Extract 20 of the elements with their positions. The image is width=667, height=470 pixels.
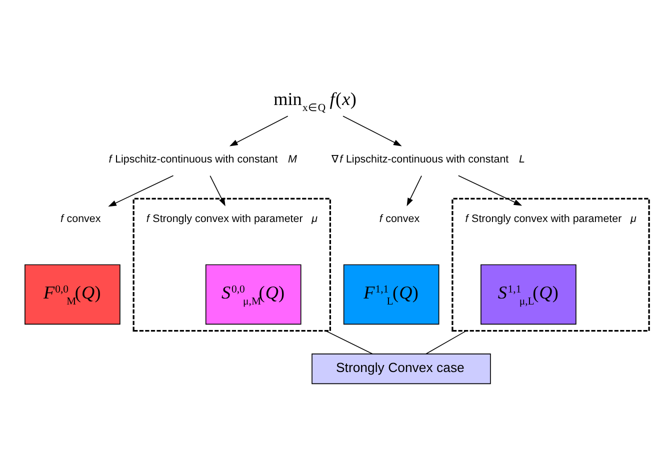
node-text: min$_{x∈Q}$ f(x): [274, 88, 356, 114]
arrow: [108, 175, 174, 207]
node-text: f Strongly convex with parameter μ: [465, 213, 636, 226]
node-text: f convex: [379, 213, 420, 226]
connector: [426, 330, 467, 354]
node-text: f Strongly convex with parameter μ: [146, 213, 318, 226]
node-text: ∇f Lipschitz-continuous with constant L: [331, 154, 525, 166]
arrow: [229, 116, 288, 146]
node-box: S$^{1,1}$$_{μ,L}$(Q): [480, 264, 576, 325]
node-box: S$^{0,0}$$_{μ,M}$(Q): [205, 264, 302, 325]
arrow: [458, 175, 522, 206]
node-text: f convex: [60, 213, 101, 226]
node-box: F$^{1,1}$$_{L}$(Q): [343, 264, 440, 325]
node-box: Strongly Convex case: [312, 354, 491, 384]
arrow: [342, 116, 402, 146]
node-text: f Lipschitz-continuous with constant M: [108, 154, 298, 166]
connector: [325, 330, 373, 354]
arrow: [406, 175, 422, 206]
arrow: [210, 175, 226, 206]
node-box: F$^{0,0}$$_{M}$(Q): [24, 264, 120, 325]
